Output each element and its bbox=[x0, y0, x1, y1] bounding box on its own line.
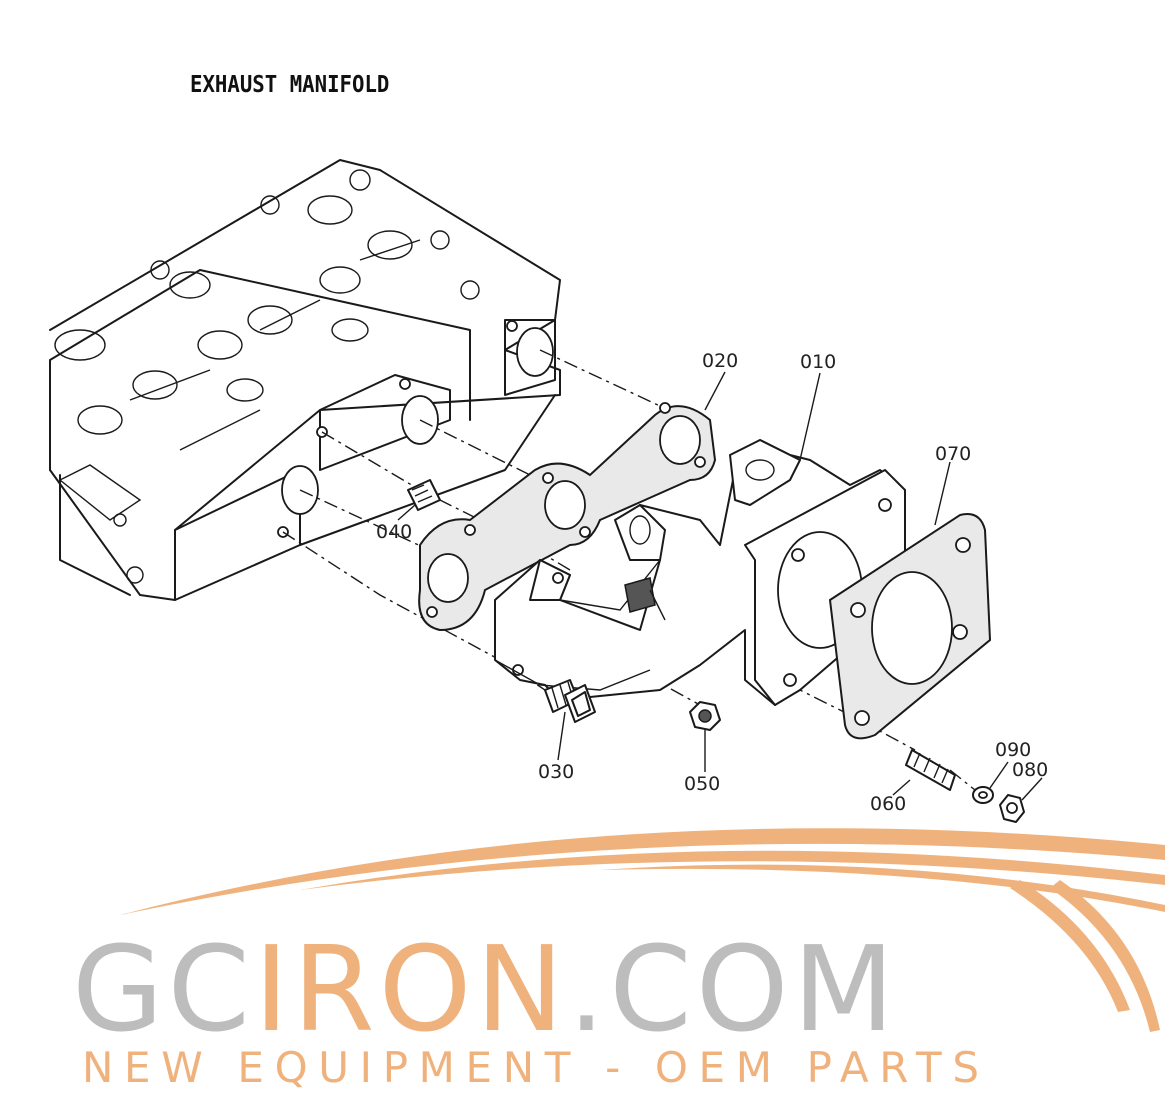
stud-060 bbox=[905, 749, 956, 791]
callout-010: 010 bbox=[800, 351, 836, 373]
brand-iron: IRON bbox=[254, 920, 568, 1058]
brand-dotcom: .COM bbox=[568, 920, 899, 1058]
leader-lines bbox=[397, 371, 1043, 801]
cylinder-head bbox=[49, 159, 561, 601]
callout-060: 060 bbox=[870, 793, 906, 815]
callout-030: 030 bbox=[538, 761, 574, 783]
brand-gc: GC bbox=[72, 920, 254, 1058]
callout-050: 050 bbox=[684, 773, 720, 795]
washer-090 bbox=[972, 786, 994, 804]
diagram-title: EXHAUST MANIFOLD bbox=[190, 72, 390, 98]
callout-040: 040 bbox=[376, 521, 412, 543]
callout-020: 020 bbox=[702, 350, 738, 372]
brand-tagline: NEW EQUIPMENT - OEM PARTS bbox=[82, 1043, 982, 1092]
nut-050 bbox=[689, 701, 721, 731]
nut-080 bbox=[999, 794, 1025, 823]
brand-name: GCIRON.COM bbox=[72, 920, 898, 1058]
bolt-030 bbox=[544, 679, 596, 723]
manifold-010 bbox=[494, 439, 906, 706]
callout-080: 080 bbox=[1012, 759, 1048, 781]
gasket-070 bbox=[828, 513, 992, 740]
stud-040 bbox=[407, 479, 441, 511]
callout-070: 070 bbox=[935, 443, 971, 465]
gasket-020 bbox=[418, 402, 717, 632]
callout-090: 090 bbox=[995, 739, 1031, 761]
swoosh-graphic bbox=[120, 828, 1165, 1032]
